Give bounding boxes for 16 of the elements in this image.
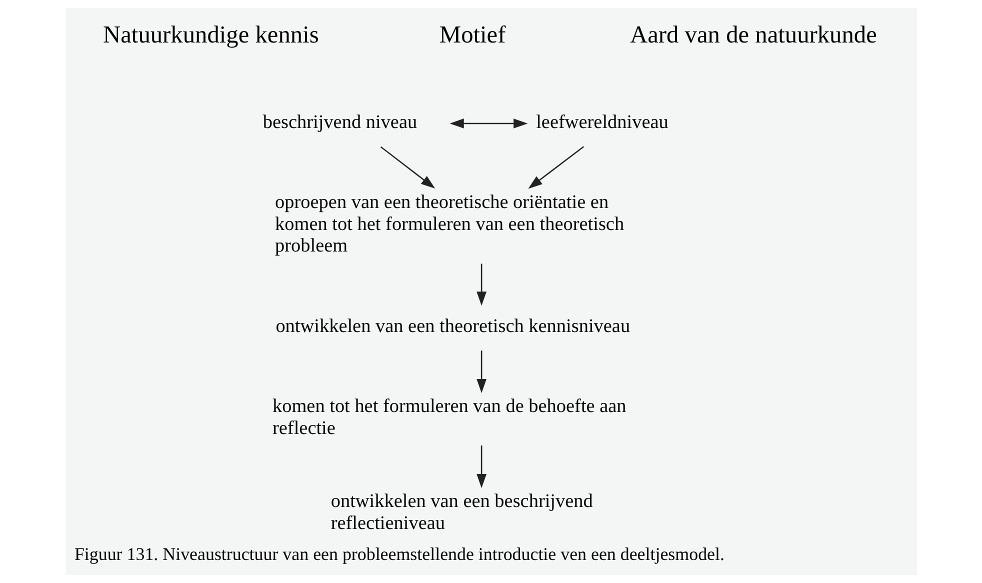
label: Motief: [438, 21, 506, 48]
node-text: leefwereldniveau: [536, 112, 668, 133]
label: Aard van de natuurkunde: [630, 21, 876, 48]
label: Natuurkundige kennis: [102, 21, 318, 48]
node-text: oproepen van een theoretische oriëntatie en komen tot het formuleren van een theoretisch probleem: [274, 192, 624, 257]
caption: Figuur 131. Niveaustructuur van een probleemstellende introductie ven een deeltjesmodel.: [74, 544, 724, 564]
arrow: [380, 146, 435, 189]
node-text: ontwikkelen van een theoretisch kennisniveau: [275, 316, 630, 337]
arrow: [476, 350, 486, 394]
node-text: beschrijvend niveau: [262, 112, 417, 133]
arrow: [528, 146, 584, 189]
arrow: [449, 118, 528, 128]
node-text: komen tot het formuleren van de behoefte aan reflectie: [272, 396, 626, 439]
arrow: [476, 264, 486, 306]
node-text: ontwikkelen van een beschrijvend reflectieniveau: [330, 490, 592, 534]
arrow: [476, 446, 486, 488]
